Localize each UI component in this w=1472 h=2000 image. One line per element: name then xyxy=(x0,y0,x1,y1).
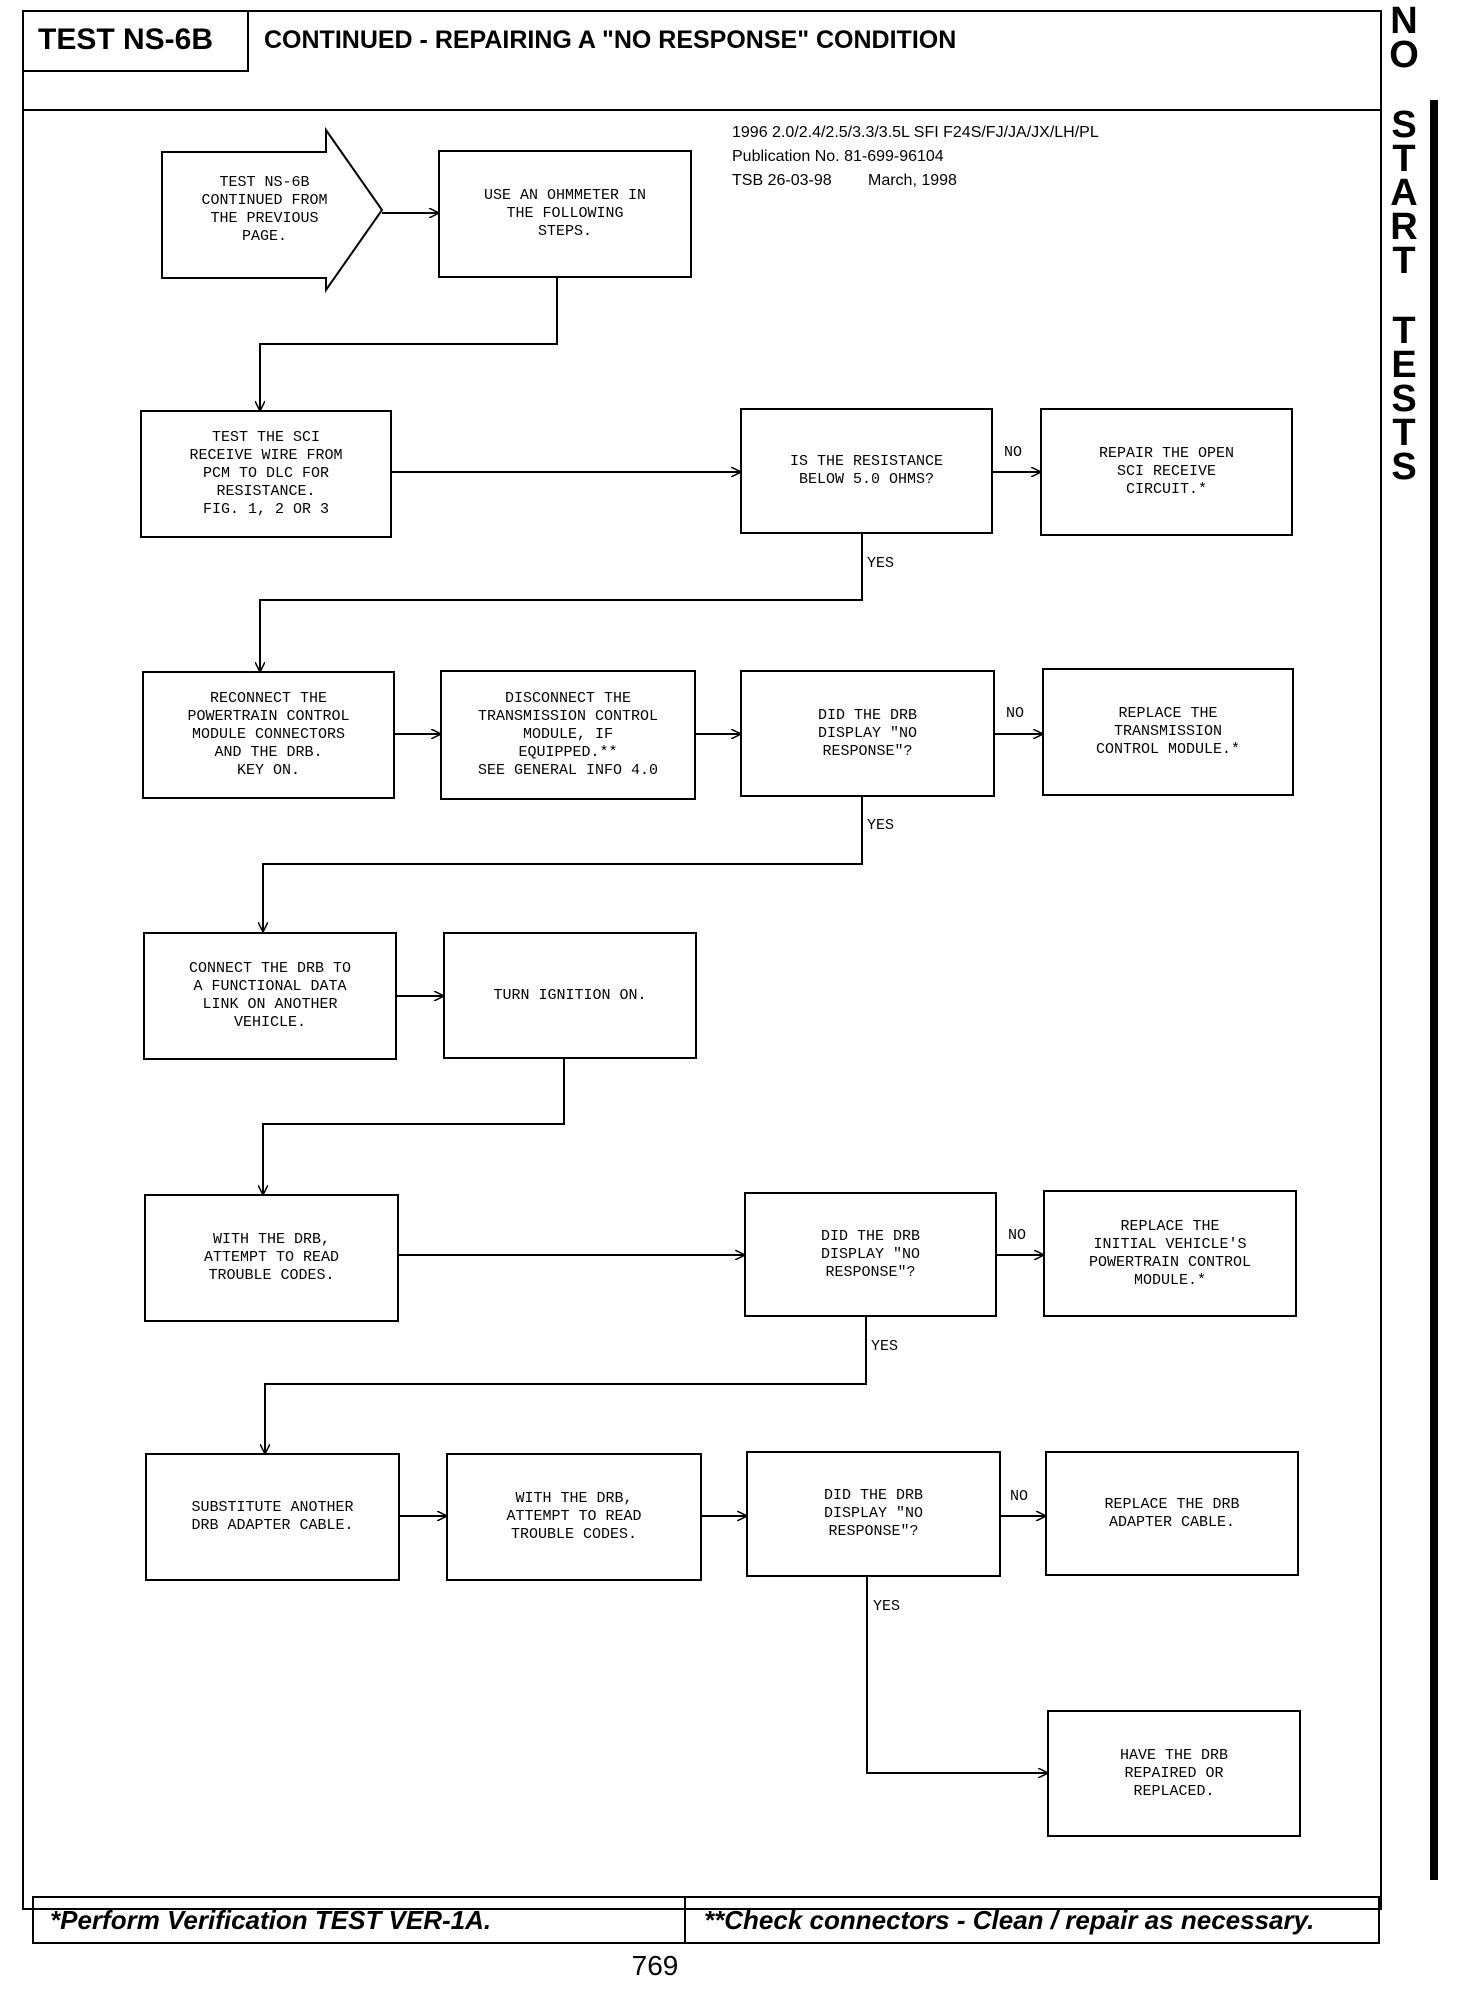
page-frame xyxy=(22,10,1382,1910)
side-letter: T xyxy=(1392,412,1416,454)
side-letter: S xyxy=(1391,104,1417,146)
side-letter: R xyxy=(1390,206,1418,248)
side-letter: T xyxy=(1392,138,1416,180)
decision-drb-1: DID THE DRB DISPLAY "NO RESPONSE"? xyxy=(740,670,995,797)
yes-label: YES xyxy=(867,817,895,834)
no-label: NO xyxy=(1006,705,1025,722)
publication-line-1: 1996 2.0/2.4/2.5/3.3/3.5L SFI F24S/FJ/JA… xyxy=(732,124,1099,141)
turn-ignition-box: TURN IGNITION ON. xyxy=(443,932,697,1059)
decision-drb-2: DID THE DRB DISPLAY "NO RESPONSE"? xyxy=(744,1192,997,1317)
side-letter: S xyxy=(1391,446,1417,488)
disconnect-tcm-box: DISCONNECT THE TRANSMISSION CONTROL MODU… xyxy=(440,670,696,800)
replace-cable-box: REPLACE THE DRB ADAPTER CABLE. xyxy=(1045,1451,1299,1576)
have-drb-box: HAVE THE DRB REPAIRED OR REPLACED. xyxy=(1047,1710,1301,1837)
decision-drb-3: DID THE DRB DISPLAY "NO RESPONSE"? xyxy=(746,1451,1001,1577)
side-letter: T xyxy=(1392,240,1416,282)
replace-tcm-box: REPLACE THE TRANSMISSION CONTROL MODULE.… xyxy=(1042,668,1294,796)
publication-tsb: TSB 26-03-98 xyxy=(732,172,832,189)
side-rule xyxy=(1430,100,1438,1880)
no-label: NO xyxy=(1010,1488,1029,1505)
reconnect-box: RECONNECT THE POWERTRAIN CONTROL MODULE … xyxy=(142,671,395,799)
use-ohmmeter-box: USE AN OHMMETER IN THE FOLLOWING STEPS. xyxy=(438,150,692,278)
publication-line-2: Publication No. 81-699-96104 xyxy=(732,148,944,165)
side-letter: O xyxy=(1389,34,1419,76)
side-letter: S xyxy=(1391,378,1417,420)
side-letter: A xyxy=(1390,172,1418,214)
side-letter: T xyxy=(1392,310,1416,352)
yes-label: YES xyxy=(867,555,895,572)
page-title: CONTINUED - REPAIRING A "NO RESPONSE" CO… xyxy=(264,26,957,54)
side-tab-no: N O xyxy=(1382,0,1426,76)
footer-left: *Perform Verification TEST VER-1A. xyxy=(32,1896,686,1944)
start-box: TEST NS-6B CONTINUED FROM THE PREVIOUS P… xyxy=(201,174,328,245)
read-codes-box-1: WITH THE DRB, ATTEMPT TO READ TROUBLE CO… xyxy=(144,1194,399,1322)
read-codes-box-2: WITH THE DRB, ATTEMPT TO READ TROUBLE CO… xyxy=(446,1453,702,1581)
substitute-cable-box: SUBSTITUTE ANOTHER DRB ADAPTER CABLE. xyxy=(145,1453,400,1581)
decision-resistance: IS THE RESISTANCE BELOW 5.0 OHMS? xyxy=(740,408,993,534)
test-id: TEST NS-6B xyxy=(22,10,249,72)
side-letter: E xyxy=(1391,344,1417,386)
side-letter: N xyxy=(1390,0,1418,42)
test-sci-box: TEST THE SCI RECEIVE WIRE FROM PCM TO DL… xyxy=(140,410,392,538)
start-arrow-shape xyxy=(161,126,384,294)
publication-date: March, 1998 xyxy=(868,172,957,189)
side-tab-start: S T A R T xyxy=(1382,104,1426,282)
connect-other-box: CONNECT THE DRB TO A FUNCTIONAL DATA LIN… xyxy=(143,932,397,1060)
page-number: 769 xyxy=(631,1950,679,1981)
repair-open-box: REPAIR THE OPEN SCI RECEIVE CIRCUIT.* xyxy=(1040,408,1293,536)
yes-label: YES xyxy=(871,1338,899,1355)
no-label: NO xyxy=(1004,444,1023,461)
yes-label: YES xyxy=(873,1598,901,1615)
no-label: NO xyxy=(1008,1227,1027,1244)
footer-right: **Check connectors - Clean / repair as n… xyxy=(684,1896,1380,1944)
replace-pcm-box: REPLACE THE INITIAL VEHICLE'S POWERTRAIN… xyxy=(1043,1190,1297,1317)
header-bar xyxy=(22,10,1382,111)
side-tab-tests: T E S T S xyxy=(1382,310,1426,488)
